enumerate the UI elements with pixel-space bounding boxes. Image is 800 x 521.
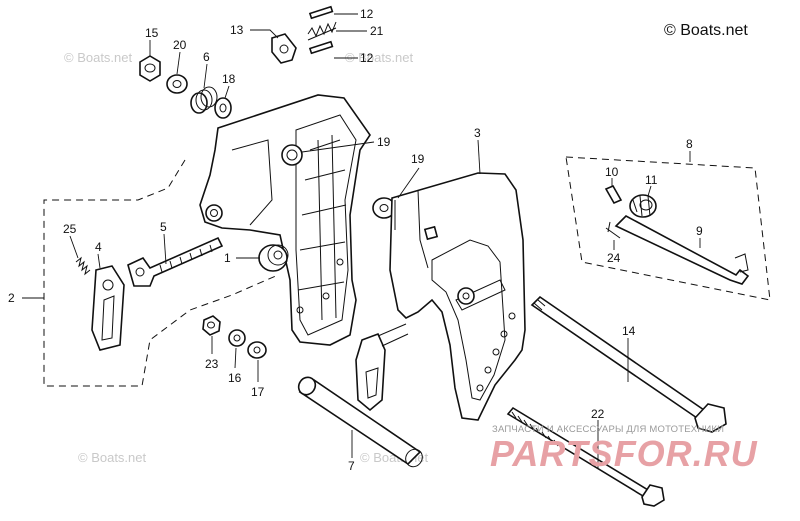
spring-21: [307, 21, 337, 41]
label-15: 15: [145, 26, 159, 40]
label-1: 1: [224, 251, 231, 265]
spring-6: [190, 86, 218, 114]
brand-subtitle: ЗАПЧАСТИ И АКСЕССУАРЫ ДЛЯ МОТОТЕХНИКИ: [492, 424, 725, 435]
group-2-bracket: [43, 159, 279, 387]
label-23: 23: [205, 357, 219, 371]
lever-13: [271, 33, 297, 64]
bolt-22: [506, 406, 665, 507]
label-21: 21: [370, 24, 384, 38]
leader-lines: [22, 13, 701, 468]
label-19-left: 19: [377, 135, 391, 149]
label-12-top: 12: [360, 7, 374, 21]
label-2: 2: [8, 291, 15, 305]
copyright-text: © Boats.net: [664, 22, 748, 39]
pin-24: [605, 221, 621, 239]
bushing-1: [258, 244, 289, 272]
watermark: © Boats.net: [64, 50, 133, 65]
watermark: © Boats.net: [78, 450, 147, 465]
label-7: 7: [348, 459, 355, 473]
pin-12-top: [308, 5, 334, 20]
label-17: 17: [251, 385, 265, 399]
rod-5: [127, 236, 224, 287]
washer-20: [166, 74, 188, 94]
washer-17: [247, 341, 267, 359]
watermark: © Boats.net: [345, 50, 414, 65]
label-5: 5: [160, 220, 167, 234]
nut-15: [139, 55, 161, 82]
part-labels: 15 20 6 18 13 12 21 12 19 19 3 8 10 11 9…: [8, 7, 703, 473]
knob-11: [629, 194, 657, 218]
label-11: 11: [645, 173, 658, 187]
label-14: 14: [622, 324, 636, 338]
label-25: 25: [63, 222, 77, 236]
spring-25: [75, 256, 91, 276]
label-9: 9: [696, 224, 703, 238]
tube-7: [297, 376, 423, 468]
right-stern-bracket: [389, 172, 526, 421]
label-8: 8: [686, 137, 693, 151]
label-13: 13: [230, 23, 244, 37]
left-stern-bracket: [199, 94, 371, 346]
pin-12-bottom: [308, 40, 334, 55]
label-10: 10: [605, 165, 619, 179]
group-8-box: [565, 156, 771, 301]
brand-logo: PARTSFOR.RU: [490, 433, 758, 474]
washer-19-right: [372, 197, 396, 219]
label-16: 16: [228, 371, 242, 385]
washer-18: [214, 97, 232, 119]
pin-10: [604, 184, 623, 205]
label-12-bottom: 12: [360, 51, 374, 65]
label-4: 4: [95, 240, 102, 254]
label-22: 22: [591, 407, 605, 421]
clamp-plate: [355, 323, 409, 412]
label-3: 3: [474, 126, 481, 140]
link-4: [91, 265, 125, 351]
label-20: 20: [173, 38, 187, 52]
bolt-14: [530, 295, 727, 433]
nut-23: [202, 315, 221, 336]
rod-9: [614, 215, 750, 285]
washer-16: [228, 329, 246, 347]
label-24: 24: [607, 251, 621, 265]
label-19-right: 19: [411, 152, 425, 166]
label-6: 6: [203, 50, 210, 64]
label-18: 18: [222, 72, 236, 86]
